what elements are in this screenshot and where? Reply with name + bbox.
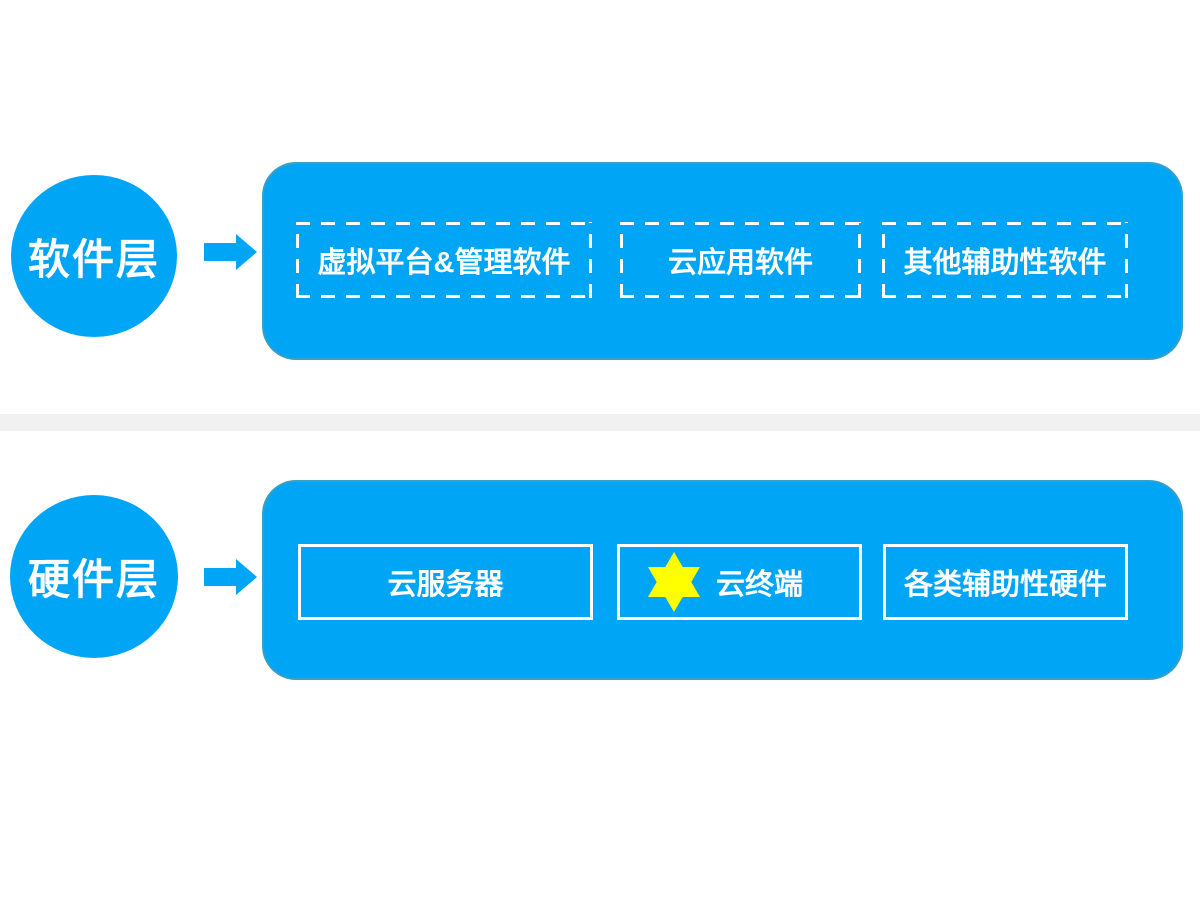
hardware-item-other-auxiliary: 各类辅助性硬件	[883, 544, 1128, 620]
six-pointed-star-icon	[647, 552, 700, 612]
hardware-item-other-auxiliary-label: 各类辅助性硬件	[903, 569, 1107, 601]
hardware-layer-panel	[262, 480, 1183, 680]
software-item-virtual-platform-label: 虚拟平台&管理软件	[317, 247, 571, 279]
software-item-virtual-platform: 虚拟平台&管理软件	[296, 222, 592, 298]
hardware-layer-label: 硬件层	[27, 556, 160, 603]
hardware-layer-circle: 硬件层	[10, 495, 178, 658]
software-item-other-auxiliary-label: 其他辅助性软件	[903, 247, 1107, 279]
hardware-item-cloud-server: 云服务器	[298, 544, 593, 620]
arrow-body	[204, 568, 236, 586]
hardware-item-cloud-server-label: 云服务器	[387, 569, 504, 601]
software-layer-label: 软件层	[27, 235, 160, 283]
arrow-head	[236, 234, 257, 270]
arrow-head	[236, 559, 257, 595]
software-right-arrow-icon	[204, 234, 257, 270]
arrow-body	[204, 243, 236, 261]
software-item-cloud-application: 云应用软件	[620, 222, 861, 298]
software-item-cloud-application-label: 云应用软件	[667, 247, 813, 279]
hardware-right-arrow-icon	[204, 559, 257, 595]
software-layer-circle: 软件层	[11, 175, 177, 337]
hardware-item-cloud-terminal-label: 云终端	[715, 569, 803, 601]
hardware-item-cloud-terminal: 云终端	[617, 544, 862, 620]
section-divider	[0, 414, 1200, 431]
software-item-other-auxiliary: 其他辅助性软件	[882, 222, 1128, 298]
